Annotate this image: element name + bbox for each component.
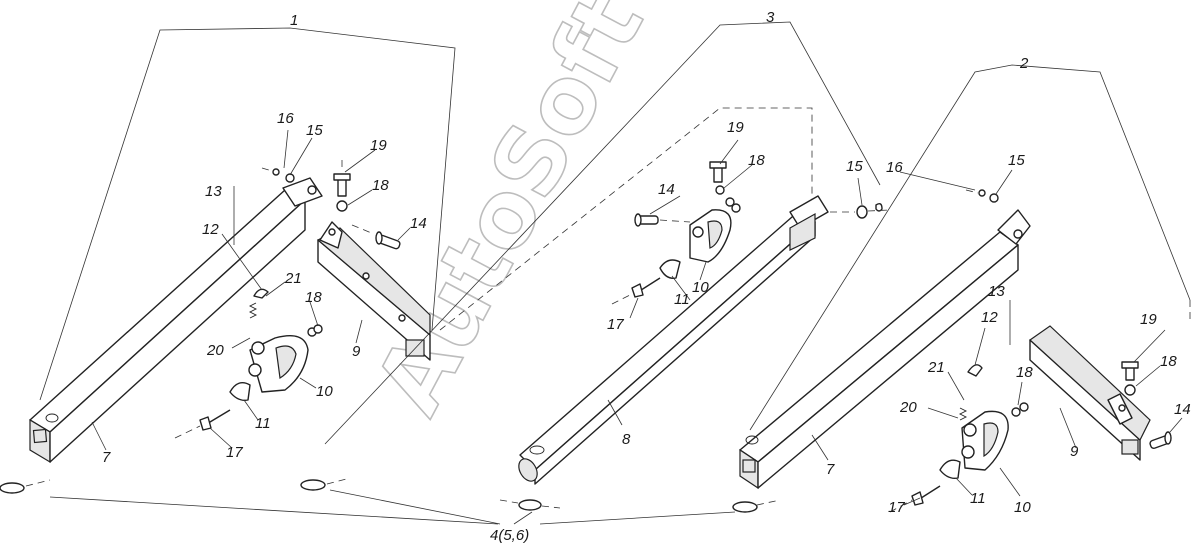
label-15-mid: 15	[846, 158, 863, 175]
hardware-18-19-left	[307, 160, 351, 337]
label-16-left: 16	[277, 110, 294, 127]
assembly-1-bracket-line	[39, 27, 456, 401]
label-16-mid: 16	[886, 159, 903, 176]
label-11-right: 11	[970, 490, 986, 507]
label-21-left: 21	[284, 270, 302, 287]
spring-20-right	[958, 407, 968, 421]
label-21-right: 21	[927, 359, 945, 376]
latch-11-right	[939, 459, 961, 480]
pin-21-right	[967, 364, 983, 377]
hook-10-left	[248, 335, 309, 393]
latch-11-mid	[659, 259, 681, 279]
label-14-mid: 14	[658, 181, 675, 198]
short-bar-9-right	[1029, 325, 1151, 461]
latch-11-left	[229, 382, 251, 402]
pin-14-left	[351, 224, 401, 250]
label-7-right: 7	[826, 461, 835, 478]
pin-21-left	[253, 288, 269, 299]
label-12-left: 12	[202, 221, 219, 238]
long-bar-7-left	[29, 177, 323, 464]
label-11-left: 11	[255, 415, 271, 432]
label-18-left: 18	[305, 289, 322, 306]
assembly-3-bracket-line	[324, 21, 881, 445]
hardware-15-16-left	[261, 167, 295, 183]
nut-15-mid	[856, 205, 868, 219]
callout-4-leaders	[49, 489, 736, 525]
label-9-left: 9	[352, 343, 361, 360]
label-10-left: 10	[316, 383, 333, 400]
label-10-right: 10	[1014, 499, 1031, 516]
washer-4-a	[0, 482, 25, 494]
label-10-mid: 10	[692, 279, 709, 296]
label-19-left: 19	[370, 137, 387, 154]
label-18-right-a: 18	[1016, 364, 1033, 381]
label-14-left: 14	[410, 215, 427, 232]
label-17-left: 17	[226, 444, 243, 461]
pin-14-right	[1149, 431, 1172, 450]
callout-2: 2	[1019, 55, 1029, 72]
spring-20-left	[248, 302, 258, 319]
label-18-left-top: 18	[372, 177, 389, 194]
label-17-right: 17	[888, 499, 905, 516]
washer-18-right-b	[1019, 402, 1029, 412]
assembly-3-dash-frame	[439, 107, 813, 331]
assembly-3	[324, 21, 891, 513]
callout-3: 3	[766, 9, 775, 26]
label-13-right: 13	[988, 283, 1005, 300]
assembly-1	[0, 27, 456, 494]
label-18-mid: 18	[748, 152, 765, 169]
label-11-mid: 11	[674, 291, 690, 308]
pin-14-mid	[634, 213, 691, 227]
watermark: AutoSoft	[355, 0, 664, 430]
bolt-17-right	[889, 485, 941, 513]
label-20-left: 20	[206, 342, 224, 359]
label-15-left: 15	[306, 122, 323, 139]
hardware-15-16-right	[965, 189, 999, 203]
label-20-right: 20	[899, 399, 917, 416]
hook-10-right	[961, 410, 1009, 471]
label-7-left: 7	[102, 449, 111, 466]
bolt-17-left	[174, 409, 231, 439]
hardware-18-19-mid	[709, 161, 741, 213]
label-12-right: 12	[981, 309, 998, 326]
cotter-16-mid	[875, 202, 883, 212]
hardware-18-19-right	[1121, 361, 1139, 396]
assembly-2	[739, 64, 1191, 513]
hook-10-mid	[689, 209, 732, 263]
tube-8	[518, 195, 829, 485]
label-17-mid: 17	[607, 316, 624, 333]
washer-4-b	[300, 479, 326, 491]
washer-4-c	[518, 499, 542, 511]
label-18-right-b: 18	[1160, 353, 1177, 370]
label-19-right: 19	[1140, 311, 1157, 328]
callout-4: 4(5,6)	[490, 527, 529, 544]
label-14-right: 14	[1174, 401, 1191, 418]
washer-18-right-a	[1011, 407, 1021, 417]
label-15-right: 15	[1008, 152, 1025, 169]
label-19-mid: 19	[727, 119, 744, 136]
callout-labels: 1 2 3 4(5,6) 7 9 10 11 12 13 14 15 16 17…	[102, 9, 1191, 544]
label-8: 8	[622, 431, 631, 448]
label-9-right: 9	[1070, 443, 1079, 460]
bolt-17-mid	[611, 277, 661, 305]
callout-1: 1	[290, 12, 298, 29]
long-bar-7-right	[739, 209, 1031, 490]
washer-4-d	[732, 501, 758, 513]
label-13-left: 13	[205, 183, 222, 200]
assembly-2-bracket-line	[749, 64, 1191, 431]
